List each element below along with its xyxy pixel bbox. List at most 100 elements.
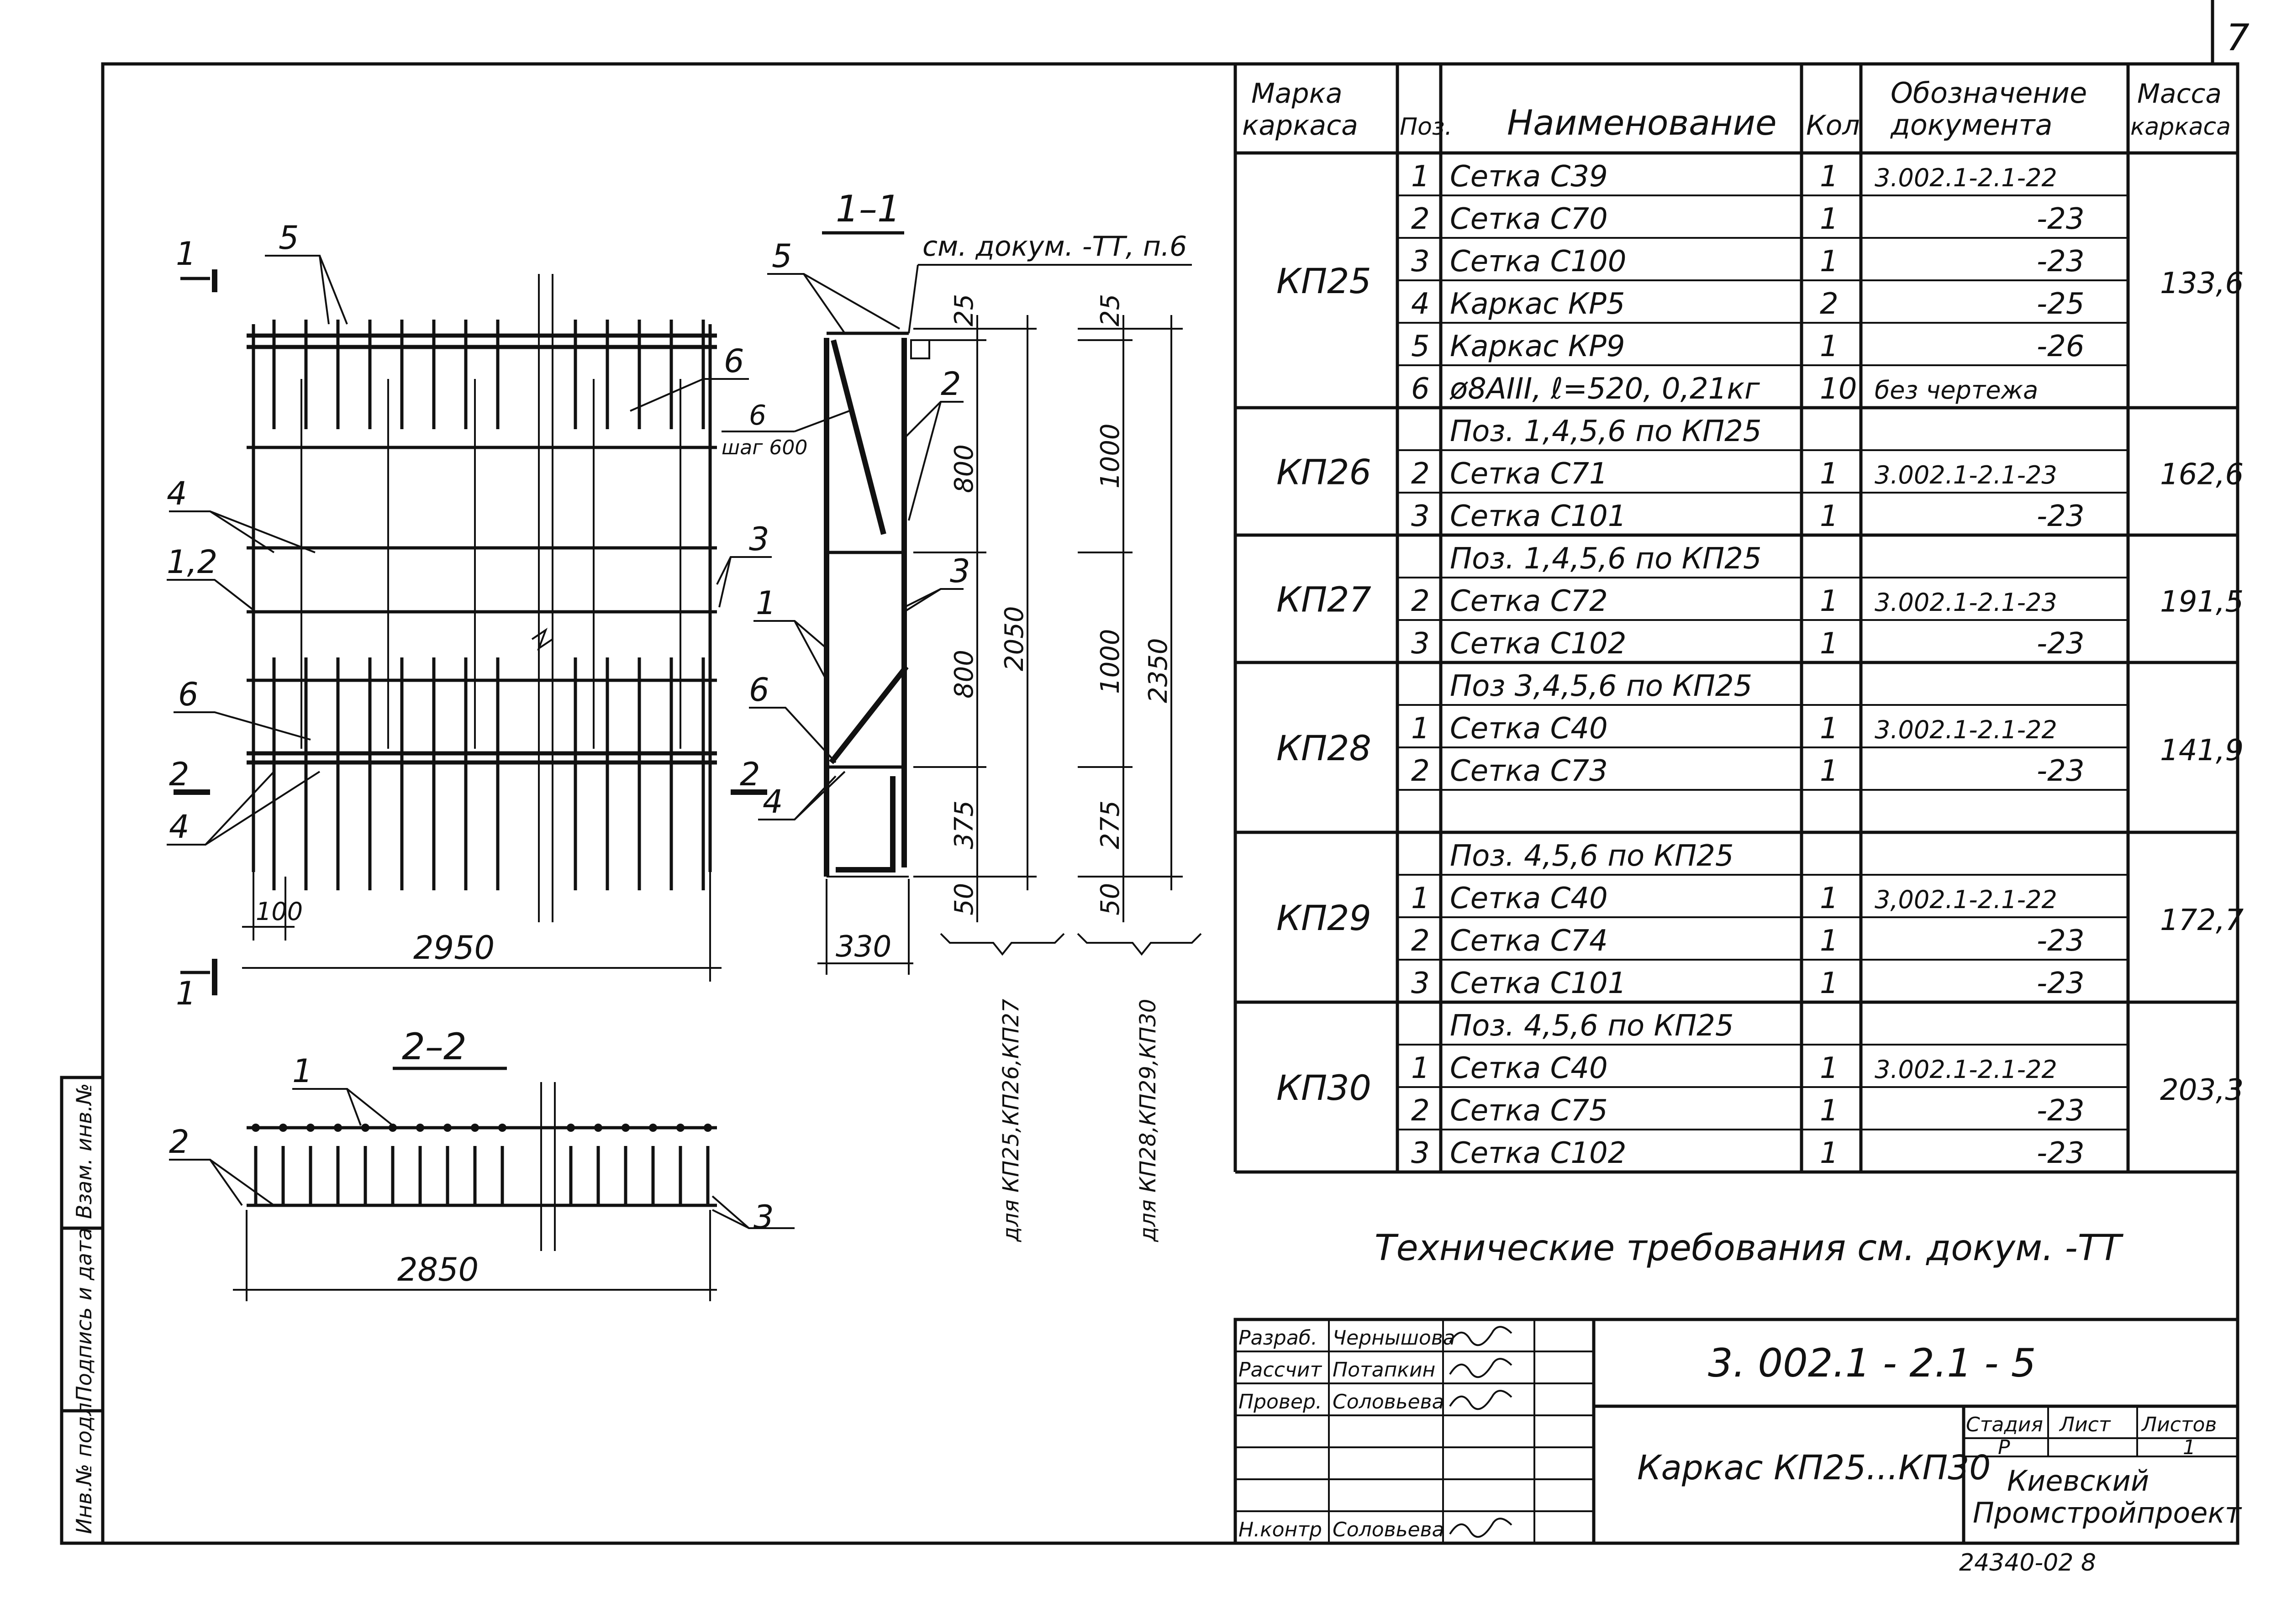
- section-2-right: 2: [740, 756, 760, 793]
- row-pos: 1: [1411, 1051, 1430, 1085]
- sec22-pos-1: 1: [292, 1052, 313, 1090]
- header-mass-2: каркаса: [2130, 113, 2231, 141]
- row-doc: -23: [2037, 967, 2085, 1000]
- row-pos: 1: [1411, 712, 1430, 746]
- group-mark: КП26: [1276, 452, 1371, 493]
- row-qty: 1: [1820, 499, 1839, 533]
- row-qty: 1: [1820, 202, 1839, 236]
- row-pos: 2: [1411, 924, 1430, 958]
- row-doc: 3.002.1-2.1-22: [1875, 163, 2057, 192]
- header-name: Наименование: [1507, 102, 1777, 143]
- row-name: Сетка С102: [1450, 627, 1626, 661]
- row-pos: 3: [1411, 245, 1430, 279]
- row-name: Поз. 1,4,5,6 по КП25: [1450, 415, 1762, 448]
- row-qty: 1: [1820, 330, 1839, 363]
- dim-left-800a: 800: [949, 444, 979, 493]
- row-name: Поз. 1,4,5,6 по КП25: [1450, 542, 1762, 576]
- row-name: Сетка С73: [1450, 754, 1608, 788]
- dim-left-2050: 2050: [1000, 606, 1029, 671]
- brace-right-label: для КП28,КП29,КП30: [1135, 999, 1161, 1242]
- group-mark: КП27: [1276, 579, 1371, 620]
- row-doc: -23: [2037, 1094, 2085, 1128]
- dim-right-50: 50: [1096, 883, 1125, 915]
- row-name: Сетка С101: [1450, 499, 1626, 533]
- row-doc: без чертежа: [1875, 376, 2038, 405]
- sec22-dot-8: [471, 1124, 479, 1132]
- row-name: Каркас КР9: [1450, 330, 1625, 363]
- row-name: Поз 3,4,5,6 по КП25: [1450, 669, 1752, 703]
- front-pos-4-bottom: 4: [169, 808, 190, 846]
- row-name: ø8АIII, ℓ=520, 0,21кг: [1449, 372, 1760, 406]
- signature-2: [1449, 1390, 1512, 1410]
- dim-right-2350: 2350: [1143, 638, 1173, 703]
- row-name: Сетка С40: [1450, 712, 1608, 746]
- row-doc: -23: [2037, 202, 2085, 236]
- dim-left-800b: 800: [949, 650, 979, 699]
- row-name: Поз. 4,5,6 по КП25: [1450, 839, 1734, 873]
- header-mark-2: каркаса: [1242, 110, 1358, 142]
- sec22-dot-15: [704, 1124, 712, 1132]
- group-mark: КП29: [1276, 898, 1371, 938]
- header-mass-1: Масса: [2137, 78, 2222, 109]
- row-name: Сетка С39: [1450, 160, 1608, 194]
- tb-name: Соловьева: [1333, 1390, 1444, 1414]
- group-mass: 191,5: [2160, 585, 2244, 619]
- row-pos: 2: [1411, 1094, 1430, 1128]
- row-pos: 6: [1411, 372, 1430, 406]
- row-doc: -23: [2037, 245, 2085, 279]
- sec22-dot-10: [567, 1124, 575, 1132]
- sec11-step: шаг 600: [722, 436, 807, 459]
- sheet-number: 7: [2226, 16, 2250, 59]
- header-pos: Поз.: [1400, 113, 1452, 141]
- group-mass: 172,7: [2160, 904, 2244, 937]
- row-name: Сетка С102: [1450, 1136, 1626, 1170]
- row-qty: 10: [1820, 372, 1857, 406]
- header-qty: Кол: [1806, 110, 1860, 142]
- row-name: Сетка С40: [1450, 1051, 1608, 1085]
- sec22-dot-4: [361, 1124, 369, 1132]
- sec11-pos-4: 4: [763, 783, 783, 820]
- group-mark: КП25: [1276, 261, 1371, 301]
- row-doc: 3.002.1-2.1-22: [1875, 1055, 2057, 1084]
- sheets-value: 1: [2183, 1436, 2196, 1459]
- section-1-1-note: см. докум. -ТТ, п.6: [922, 231, 1187, 263]
- tb-name: Соловьева: [1333, 1518, 1444, 1541]
- stage-value: Р: [1998, 1436, 2010, 1459]
- front-pos-6-lower: 6: [178, 676, 199, 713]
- dim-330: 330: [836, 930, 891, 964]
- sec11-pos-3: 3: [950, 552, 970, 590]
- row-pos: 1: [1411, 160, 1430, 194]
- tb-role: Провер.: [1238, 1390, 1322, 1414]
- row-doc: 3.002.1-2.1-22: [1875, 715, 2057, 744]
- dim-left-25: 25: [949, 294, 979, 326]
- row-doc: 3,002.1-2.1-22: [1875, 885, 2057, 914]
- row-qty: 2: [1820, 287, 1839, 321]
- row-qty: 1: [1820, 712, 1839, 746]
- front-view: 1 1 2 2 5 6 4 1,2 3 6 4 100 2950: [167, 219, 772, 1012]
- row-qty: 1: [1820, 457, 1839, 491]
- row-qty: 1: [1820, 924, 1839, 958]
- row-pos: 3: [1411, 499, 1430, 533]
- group-mark: КП30: [1276, 1067, 1371, 1108]
- row-name: Сетка С40: [1450, 882, 1608, 915]
- sec11-pos-6: 6: [749, 399, 766, 431]
- row-name: Сетка С74: [1450, 924, 1608, 958]
- sec22-dot-6: [416, 1124, 424, 1132]
- row-doc: -23: [2037, 754, 2085, 788]
- row-qty: 1: [1820, 882, 1839, 915]
- row-qty: 1: [1820, 1094, 1839, 1128]
- group-mark: КП28: [1276, 728, 1371, 768]
- sec11-pos-2: 2: [941, 365, 961, 403]
- header-mark-1: Марка: [1251, 78, 1343, 110]
- row-qty: 1: [1820, 1136, 1839, 1170]
- row-doc: -23: [2037, 924, 2085, 958]
- dim-100: 100: [256, 897, 303, 926]
- front-pos-1-2: 1,2: [167, 543, 217, 581]
- row-name: Сетка С70: [1450, 202, 1608, 236]
- tech-note: Технические требования см. докум. -ТТ: [1375, 1228, 2123, 1269]
- row-doc: -23: [2037, 627, 2085, 661]
- sec22-dot-1: [279, 1124, 287, 1132]
- row-qty: 1: [1820, 627, 1839, 661]
- row-pos: 2: [1411, 584, 1430, 618]
